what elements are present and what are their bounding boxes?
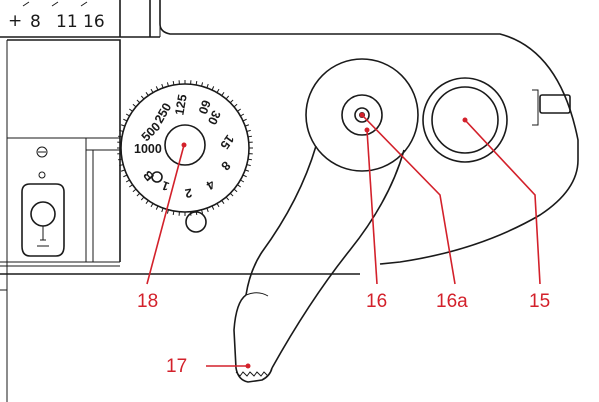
dial-knurl-tooth [237,184,241,188]
scale-value-8: 8 [30,12,41,32]
dial-knurl-tooth [201,209,204,214]
dial-knurl-tooth [155,205,159,210]
dial-knurl-tooth [221,92,225,96]
body-outline [0,0,579,402]
top-strip: + 8 11 16 [0,0,161,38]
dial-knurl-tooth [150,203,154,208]
dial-knurl-tooth [123,174,128,178]
scale-value-11: 11 [56,12,78,32]
dial-knurl-tooth [244,169,250,172]
dial-knurl-tooth [119,129,124,132]
dial-knurl-tooth [166,209,169,214]
dial-value-125: 125 [172,93,189,116]
dial-knurl-tooth [172,80,175,86]
shutter-release-button [422,77,508,163]
dial-knurl-tooth [237,108,241,112]
dial-knurl-tooth [211,86,215,91]
dial-knurl-tooth [244,124,250,127]
callout-17: 17 [166,356,187,377]
dial-knurl-tooth [195,80,198,86]
dial-knurl-tooth [225,196,230,201]
dial-knurl-tooth [123,118,128,122]
dial-knurl-tooth [242,174,247,178]
dial-knurl-tooth [201,82,204,87]
scale-value-16: 16 [83,12,105,32]
dial-knurl-tooth [155,86,159,91]
dial-knurl-tooth [145,92,149,96]
shutter-speed-dial: 1000 500 250 125 60 30 15 8 4 2 1 B [117,80,253,233]
dial-knurl-tooth [233,103,238,108]
dial-knurl-tooth [136,192,141,197]
dial-knurl-tooth [166,82,169,87]
callout-18: 18 [137,291,158,312]
callout-15: 15 [529,291,550,312]
dial-value-4: 4 [204,177,217,193]
dial-knurl-tooth [246,129,251,132]
dial-knurl-tooth [161,207,164,213]
dial-knurl-tooth [242,118,247,122]
callout-leaders [146,112,541,369]
dial-knurl-tooth [125,113,130,117]
dial-knurl-tooth [229,99,234,104]
dial-knurl-tooth [233,188,238,193]
dial-knurl-tooth [247,158,253,161]
callout-16: 16 [366,291,387,312]
dial-knurl-tooth [117,135,123,138]
dial-knurl-tooth [132,103,137,108]
dial-knurl-tooth [150,88,154,93]
dial-knurl-tooth [129,184,133,188]
dial-value-8: 8 [218,158,233,173]
dial-knurl-tooth [120,169,126,172]
dial-value-2: 2 [184,185,193,200]
dial-knurl-tooth [119,164,124,167]
callout-16a: 16a [436,291,468,312]
dial-knurl-tooth [172,210,175,216]
scale-plus: + [8,11,22,31]
dial-knurl-tooth [140,95,145,100]
dial-knurl-tooth [132,188,137,193]
dial-knurl-tooth [145,200,149,204]
dial-knurl-tooth [161,83,164,89]
left-hardware [21,146,65,257]
dial-knurl-tooth [140,196,145,201]
dial-knurl-tooth [206,83,209,89]
dial-knurl-tooth [229,192,234,197]
dial-knurl-tooth [117,158,123,161]
advance-lever [233,58,419,383]
dial-knurl-tooth [240,179,245,183]
dial-knurl-tooth [211,205,215,210]
dial-value-30: 30 [205,108,224,127]
side-button [532,89,571,126]
dial-value-1000: 1000 [134,142,162,156]
dial-value-60: 60 [195,98,213,116]
dial-knurl-tooth [216,88,220,93]
dial-knurl-tooth [246,164,251,167]
dial-knurl-tooth [240,113,245,117]
dial-knurl-tooth [125,179,130,183]
dial-value-1: 1 [160,178,171,194]
dial-value-15: 15 [217,132,236,151]
dial-knurl-tooth [136,99,141,104]
dial-knurl-tooth [221,200,225,204]
dial-knurl-tooth [206,207,209,213]
dial-knurl-tooth [225,95,230,100]
dial-knurl-tooth [216,203,220,208]
dial-knurl-tooth [120,124,126,127]
dial-knurl-tooth [129,108,133,112]
dial-knurl-tooth [247,135,253,138]
